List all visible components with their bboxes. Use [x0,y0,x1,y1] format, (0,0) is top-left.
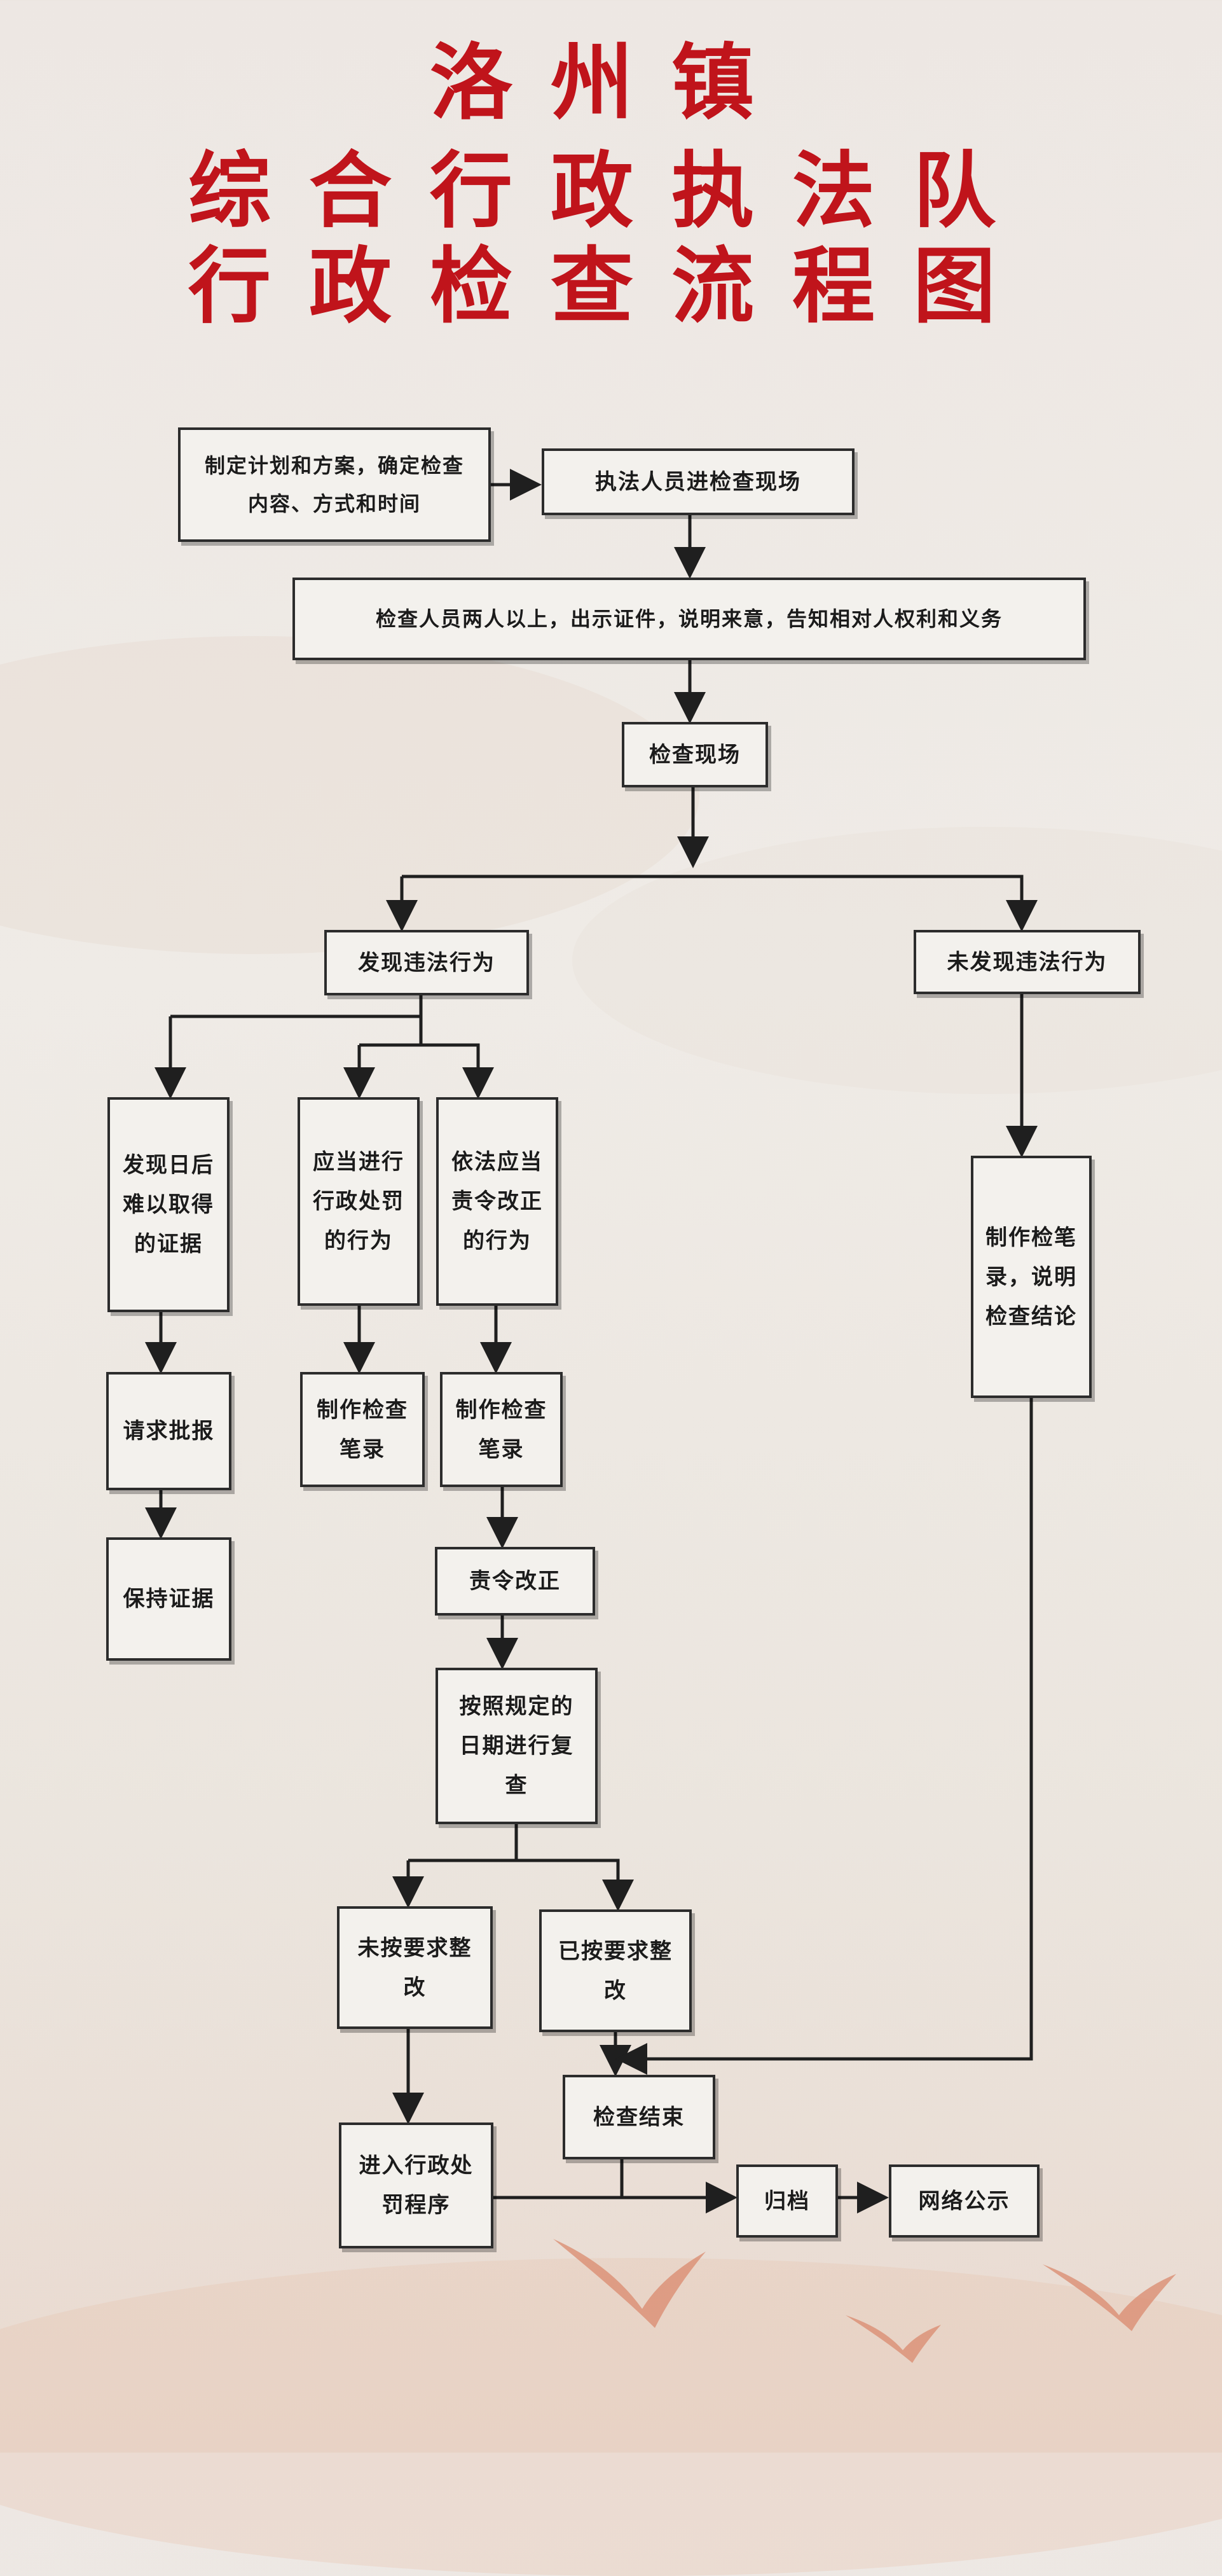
node-end: 检查结束 [563,2075,715,2159]
arrow-to-not-found [693,875,1038,932]
node-fixed: 已按要求整改 [539,1909,692,2032]
flow-connectors [145,469,1038,2213]
node-recheck: 按照规定的日期进行复查 [436,1668,598,1824]
node-correct: 依法应当责令改正的行为 [436,1097,558,1306]
node-not-found: 未发现违法行为 [914,930,1141,994]
node-plan: 制定计划和方案，确定检查内容、方式和时间 [178,427,491,542]
node-not-fixed: 未按要求整改 [337,1906,493,2029]
node-evidence: 发现日后难以取得的证据 [107,1097,230,1312]
arrow-to-fixed [516,1859,634,1911]
node-punish: 进入行政处罚程序 [339,2122,493,2248]
node-inspect: 检查现场 [622,722,768,787]
node-approval: 请求批报 [106,1372,231,1490]
title-line-3: 行政检查流程图 [188,238,1034,335]
node-arrive: 执法人员进检查现场 [542,448,855,515]
node-record-not-found: 制作检笔录，说明检查结论 [971,1156,1092,1398]
bird-decoration [553,2239,1176,2363]
node-order: 责令改正 [435,1547,595,1616]
node-publish: 网络公示 [889,2164,1040,2238]
node-record-correct: 制作检查笔录 [440,1372,563,1487]
title-line-1: 洛州镇 [429,34,792,131]
title-line-2: 综合行政执法队 [188,142,1034,239]
node-present: 检查人员两人以上，出示证件，说明来意，告知相对人权利和义务 [292,578,1086,660]
node-found: 发现违法行为 [324,930,529,995]
arrow-record-nf-to-end [615,1398,1033,2075]
background-mountain [0,636,699,954]
node-archive: 归档 [736,2164,838,2238]
node-preserve: 保持证据 [106,1537,231,1661]
node-record-penalty: 制作检查笔录 [300,1372,425,1487]
arrow-to-correct [421,1043,494,1099]
node-penalty: 应当进行行政处罚的行为 [298,1097,420,1306]
